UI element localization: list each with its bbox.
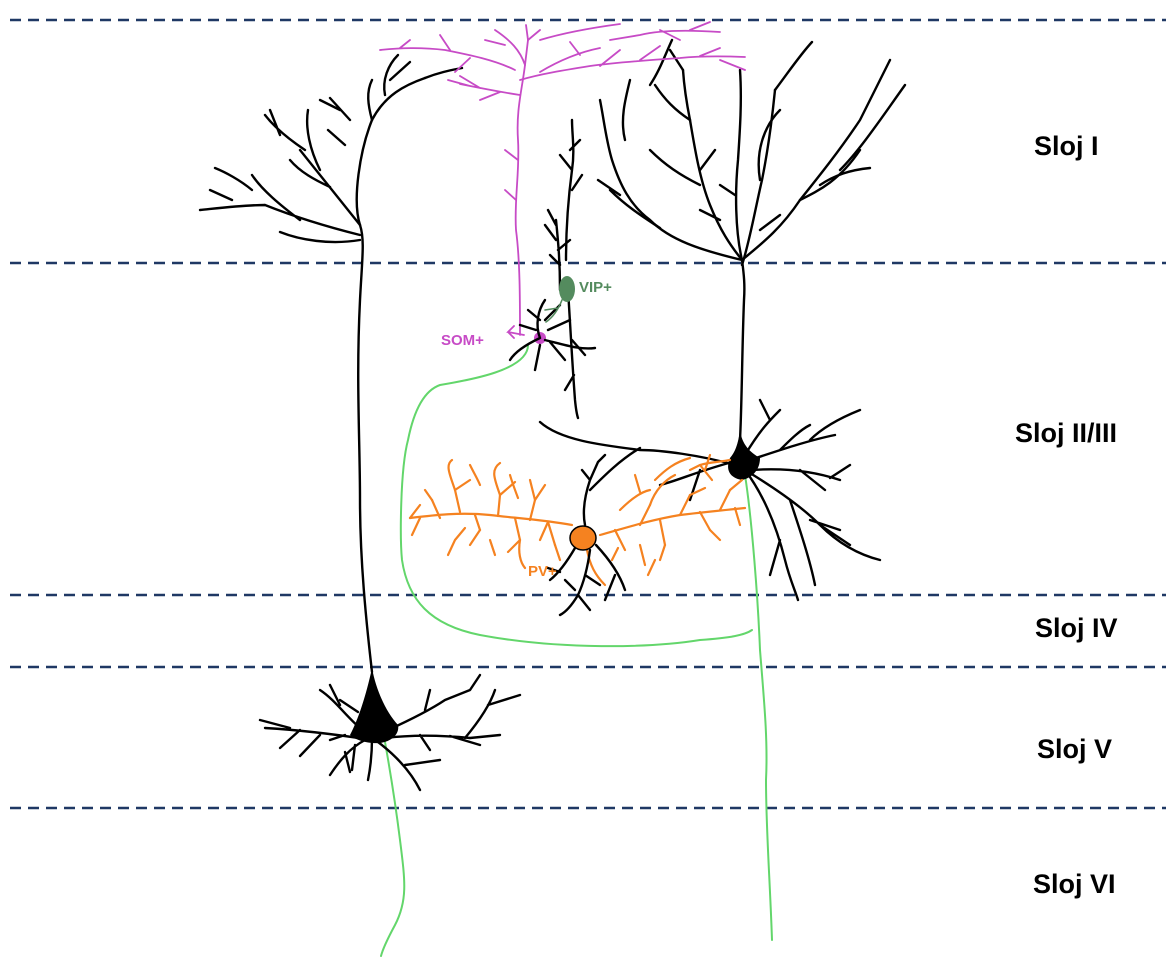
l5-pyramidal-neuron [200,55,520,790]
layer-labels: Sloj I Sloj II/III Sloj IV Sloj V Sloj V… [1015,131,1118,899]
layer-label-6: Sloj VI [1033,869,1116,899]
l5-pyramidal-axon [381,742,404,956]
vip-label: VIP+ [579,279,612,296]
layer-boundaries [10,20,1166,808]
vip-soma [559,276,575,302]
layer-label-5: Sloj V [1037,734,1112,764]
pv-label: PV+ [528,563,557,580]
local-interneuron-dendrites [510,120,595,418]
som-axon [401,345,752,646]
axons [381,345,772,956]
l23-pyramidal-axon [745,475,772,940]
l5-pyramidal-soma [350,668,398,743]
pv-soma [570,526,596,550]
layer-label-2-3: Sloj II/III [1015,418,1117,448]
l23-pyramidal-neuron [540,40,905,600]
som-label: SOM+ [441,332,484,349]
layer-label-4: Sloj IV [1035,613,1118,643]
layer-label-1: Sloj I [1034,131,1099,161]
